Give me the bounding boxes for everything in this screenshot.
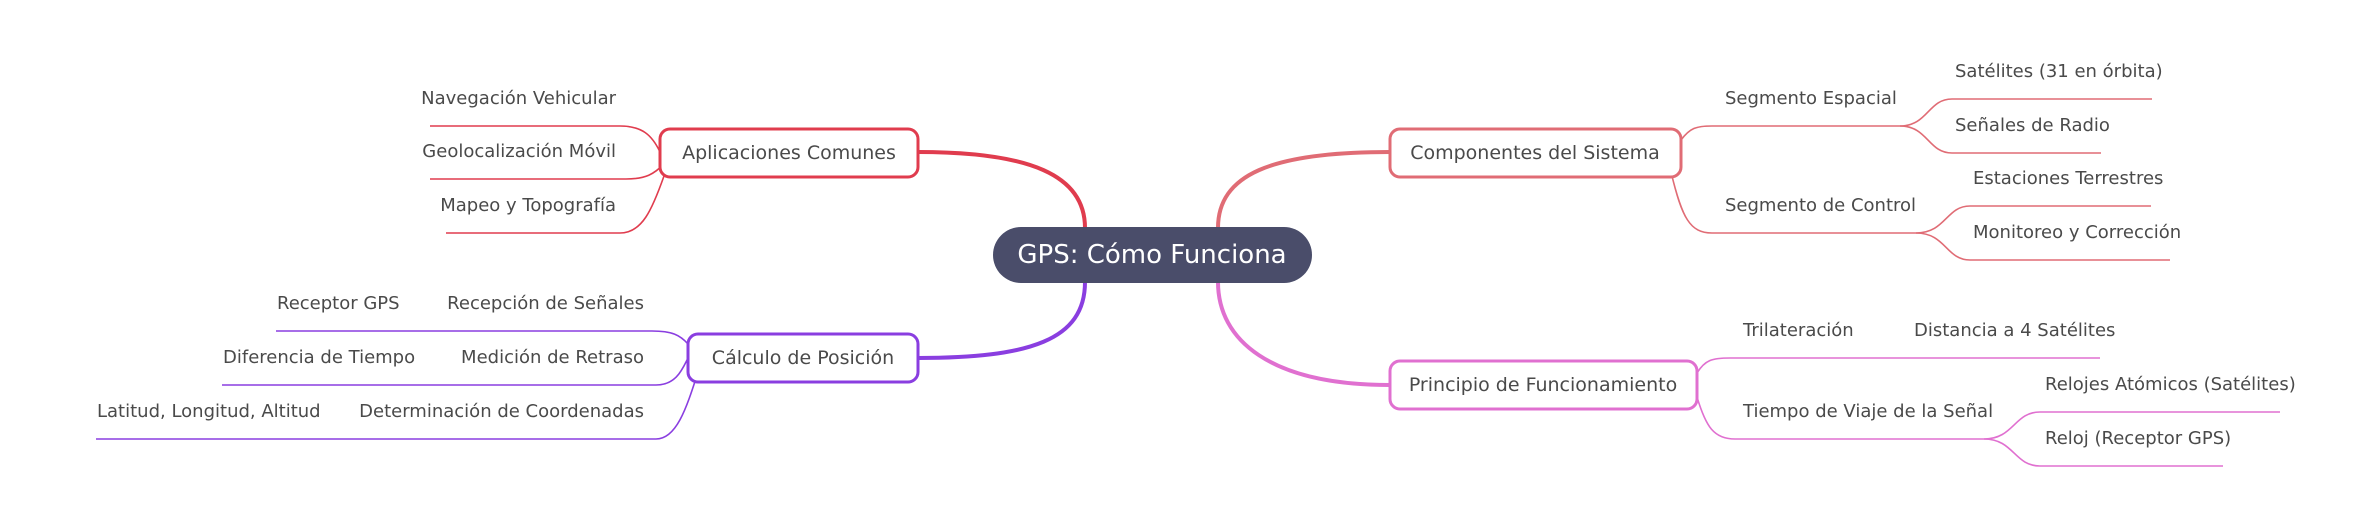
node-mapeo[interactable]: Mapeo y Topografía [440, 195, 616, 216]
connector-control-estaciones [1915, 205, 2151, 234]
connector-components-control [1670, 171, 1916, 234]
branch-label-components: Componentes del Sistema [1410, 142, 1660, 164]
node-diferencia[interactable]: Diferencia de Tiempo [223, 347, 415, 368]
connector-root-position [917, 281, 1087, 360]
connector-position-determinacion [96, 371, 699, 440]
node-navegacion[interactable]: Navegación Vehicular [421, 88, 616, 109]
connector-applications-mapeo [446, 175, 665, 234]
connector-principle-tiempo [1696, 396, 1984, 440]
node-reloj-receptor[interactable]: Reloj (Receptor GPS) [2045, 428, 2231, 449]
root-label: GPS: Cómo Funciona [1017, 240, 1286, 270]
branch-node-components[interactable] [1388, 127, 1683, 179]
connector-control-monitoreo [1915, 232, 2170, 261]
node-determinacion[interactable]: Determinación de Coordenadas [359, 401, 644, 422]
node-satelites[interactable]: Satélites (31 en órbita) [1955, 61, 2163, 82]
node-segmento-control[interactable]: Segmento de Control [1725, 195, 1916, 216]
node-recepcion[interactable]: Recepción de Señales [447, 293, 644, 314]
node-receptor-gps[interactable]: Receptor GPS [277, 293, 400, 314]
node-monitoreo[interactable]: Monitoreo y Corrección [1973, 222, 2181, 243]
connector-position-recepcion [276, 330, 689, 345]
connector-espacial-satelites [1899, 98, 2152, 127]
branch-node-applications[interactable] [658, 127, 920, 179]
branch-node-principle[interactable] [1388, 359, 1699, 411]
node-tiempo-viaje[interactable]: Tiempo de Viaje de la Señal [1742, 401, 1993, 422]
node-distancia[interactable]: Distancia a 4 Satélites [1914, 320, 2115, 341]
connector-principle-trilateracion [1696, 357, 2100, 374]
node-geolocalizacion[interactable]: Geolocalización Móvil [422, 141, 616, 162]
node-latitud[interactable]: Latitud, Longitud, Altitud [97, 401, 321, 422]
connector-applications-geolocalizacion [430, 163, 665, 180]
node-estaciones[interactable]: Estaciones Terrestres [1973, 168, 2163, 189]
connector-components-espacial [1680, 125, 1900, 141]
connector-position-medicion [222, 357, 689, 386]
root-node[interactable] [993, 227, 1312, 283]
node-segmento-espacial[interactable]: Segmento Espacial [1725, 88, 1897, 109]
connector-espacial-senales [1899, 125, 2101, 154]
branch-label-applications: Aplicaciones Comunes [682, 142, 896, 164]
connector-tiempo-relojes [1983, 411, 2280, 440]
connector-applications-navegacion [430, 125, 661, 153]
connector-root-applications [917, 150, 1087, 229]
connector-root-components [1216, 150, 1391, 229]
node-trilateracion[interactable]: Trilateración [1742, 320, 1854, 341]
node-relojes-atomicos[interactable]: Relojes Atómicos (Satélites) [2045, 374, 2296, 395]
branch-node-position[interactable] [686, 332, 920, 384]
branch-label-position: Cálculo de Posición [712, 347, 894, 369]
branch-label-principle: Principio de Funcionamiento [1409, 374, 1677, 396]
node-senales-radio[interactable]: Señales de Radio [1955, 115, 2110, 136]
connector-root-principle [1216, 281, 1391, 387]
connector-tiempo-reloj [1983, 438, 2223, 467]
node-medicion[interactable]: Medición de Retraso [461, 347, 644, 368]
